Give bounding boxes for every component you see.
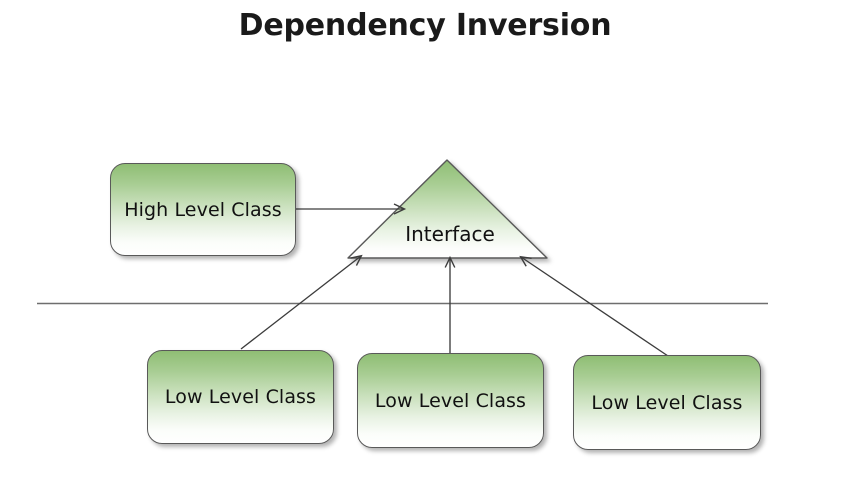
node-low-level-class-1-label: Low Level Class <box>164 386 317 408</box>
node-low-level-class-1[interactable]: Low Level Class <box>147 350 334 444</box>
node-low-level-class-3[interactable]: Low Level Class <box>573 355 761 450</box>
connector-low-level-1-to-interface <box>240 254 363 350</box>
page-title: Dependency Inversion <box>238 8 612 43</box>
node-low-level-class-2[interactable]: Low Level Class <box>357 353 544 448</box>
node-low-level-class-3-label: Low Level Class <box>591 391 743 414</box>
connector-low-level-3-to-interface <box>519 255 669 357</box>
node-high-level-class[interactable]: High Level Class <box>110 163 296 256</box>
node-low-level-class-2-label: Low Level Class <box>374 389 527 412</box>
node-high-level-class-label: High Level Class <box>124 198 282 221</box>
